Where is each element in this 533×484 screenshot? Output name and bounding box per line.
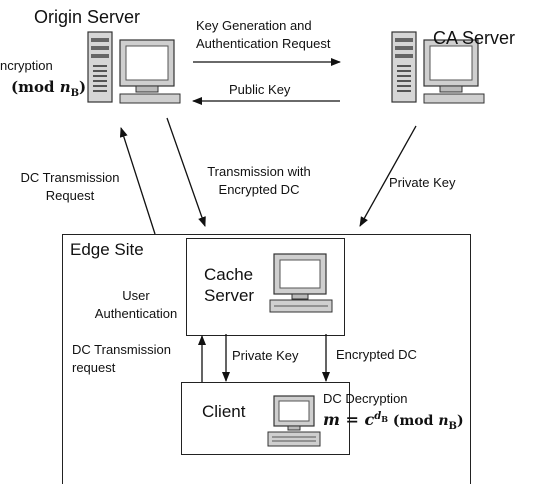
private-key-cache-label: Private Key bbox=[232, 348, 299, 363]
cache-server-computer-icon bbox=[269, 253, 333, 313]
ca-server-title: CA Server bbox=[433, 28, 516, 48]
dc-transmission-request-client-label: DC Transmission request bbox=[72, 342, 171, 375]
dc-transmission-request-label: DC Transmission Request bbox=[20, 170, 120, 203]
cache-server-box bbox=[186, 238, 345, 336]
public-key-label: Public Key bbox=[229, 82, 291, 97]
arrow-private-key-ca bbox=[359, 125, 417, 227]
key-generation-label-line1: Key Generation and bbox=[196, 18, 312, 33]
cache-server-label: Cache Server bbox=[204, 265, 255, 306]
edge-site-box bbox=[62, 234, 471, 484]
dc-decryption-formula: m = cdB (mod nB) bbox=[323, 410, 464, 433]
origin-server-title: Origin Server bbox=[34, 7, 141, 27]
user-authentication-label: User Authentication bbox=[94, 288, 178, 321]
origin-mod-formula: (mod nB) bbox=[11, 78, 87, 99]
origin-server-computer-icon bbox=[87, 31, 181, 104]
arrow-dc-request bbox=[119, 127, 156, 235]
private-key-ca-label: Private Key bbox=[389, 175, 456, 190]
arrow-transmission-encrypted bbox=[166, 117, 206, 227]
client-computer-icon bbox=[267, 395, 321, 447]
ca-server-computer-icon bbox=[391, 31, 485, 104]
client-box bbox=[181, 382, 350, 455]
edge-site-title: Edge Site bbox=[70, 240, 144, 259]
key-generation-label-line2: Authentication Request bbox=[196, 36, 331, 51]
dc-decryption-title: DC Decryption bbox=[323, 391, 408, 406]
transmission-encrypted-dc-label: Transmission with Encrypted DC bbox=[207, 164, 311, 197]
origin-encryption-label: ncryption bbox=[0, 58, 53, 73]
encrypted-dc-label: Encrypted DC bbox=[336, 347, 417, 362]
client-label: Client bbox=[202, 402, 246, 421]
